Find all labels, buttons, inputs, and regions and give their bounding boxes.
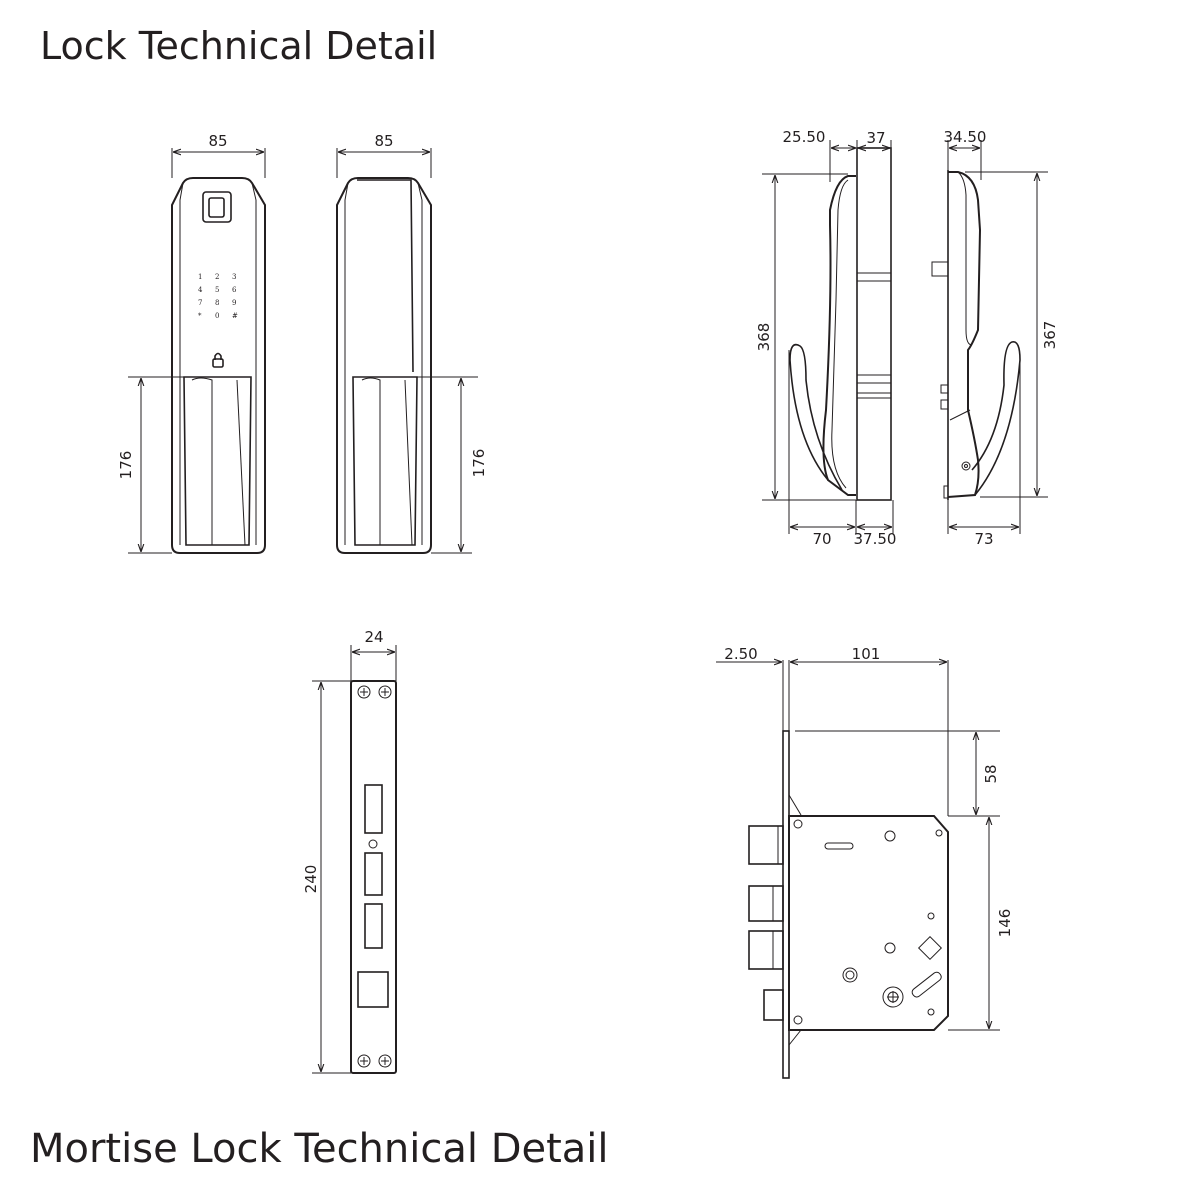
keypad-key: 6 [232,286,237,294]
keypad-key: # [232,312,238,320]
padlock-icon [212,352,224,368]
keypad-key: 9 [232,299,236,307]
back-handle-height-dimension: 176 [470,449,488,478]
keypad-key: 0 [215,312,219,320]
screw-icon [378,685,392,699]
front-handle-height-dimension: 176 [117,451,135,480]
lock-cylinder-icon [882,986,904,1008]
side-handle-right [971,341,1021,496]
fingerprint-sensor-icon [202,191,232,223]
keypad-key: 4 [198,286,203,294]
faceplate-height-dimension: 240 [302,865,320,894]
back-handle [352,376,418,546]
side-right-top-offset-dimension: 34.50 [944,128,987,146]
side-left-bottom-depth-dimension: 37.50 [854,530,897,548]
back-view-drawing: 85 176 [336,132,488,554]
keypad-key: 7 [198,299,202,307]
mortise-plate-thickness-dimension: 2.50 [724,645,757,663]
side-right-bottom-width-dimension: 73 [974,530,993,548]
side-view-left-drawing: 25.50 37 368 70 37.50 [755,128,896,548]
keypad: 1 2 3 4 5 6 7 8 9 * 0 # [198,273,238,320]
mortise-body-drawing: 2.50 101 58 146 [716,645,1014,1079]
mortise-case-height-dimension: 146 [996,909,1014,938]
faceplate-width-dimension: 24 [364,628,383,646]
side-left-top-offset-dimension: 25.50 [783,128,826,146]
side-left-bottom-handle-dimension: 70 [812,530,831,548]
keypad-key: 8 [215,299,219,307]
mortise-top-offset-dimension: 58 [982,764,1000,783]
front-width-dimension: 85 [208,132,227,150]
side-left-height-dimension: 368 [755,323,773,352]
keypad-key: 1 [198,273,202,281]
side-right-height-dimension: 367 [1041,321,1059,350]
side-view-right-drawing: 34.50 367 73 [931,128,1059,548]
mortise-lock-technical-detail-title: Mortise Lock Technical Detail [30,1126,609,1172]
keypad-key: 3 [232,273,236,281]
keypad-key: 2 [215,273,219,281]
keypad-key: * [198,312,202,320]
front-view-drawing: 1 2 3 4 5 6 7 8 9 * 0 # 85 176 [117,132,266,554]
side-handle-left [789,343,843,491]
side-left-top-depth-dimension: 37 [866,129,885,147]
lock-technical-detail-title: Lock Technical Detail [40,24,438,68]
faceplate-drawing: 24 240 [302,628,397,1074]
screw-icon [357,685,371,699]
front-handle [183,376,252,546]
back-width-dimension: 85 [374,132,393,150]
screw-icon [357,1054,371,1068]
keypad-key: 5 [215,286,219,294]
mortise-depth-dimension: 101 [852,645,881,663]
screw-icon [378,1054,392,1068]
